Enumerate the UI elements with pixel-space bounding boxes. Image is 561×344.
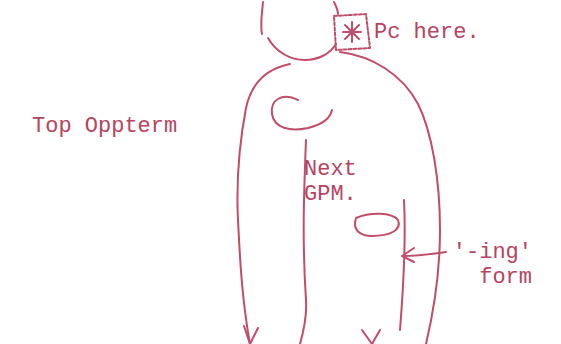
arm-line bbox=[400, 200, 405, 330]
arrow-head bbox=[362, 330, 380, 344]
annotation-label: Pc here. bbox=[374, 20, 524, 45]
star-box bbox=[334, 14, 370, 50]
star-symbol bbox=[343, 22, 361, 42]
inner-lump bbox=[272, 97, 332, 130]
annotation-label: Top Oppterm bbox=[32, 114, 212, 139]
arrow-head bbox=[244, 326, 258, 344]
small-shape bbox=[355, 214, 399, 236]
annotation-label: '-ing' form bbox=[438, 240, 532, 290]
annotation-label: Next GPM. bbox=[304, 157, 366, 207]
arrow-head bbox=[402, 248, 414, 262]
leader-arrow bbox=[404, 252, 446, 256]
torso-outline bbox=[237, 64, 290, 344]
chin-outline bbox=[268, 38, 336, 60]
head-outline bbox=[334, 2, 338, 14]
head-outline bbox=[261, 2, 263, 34]
